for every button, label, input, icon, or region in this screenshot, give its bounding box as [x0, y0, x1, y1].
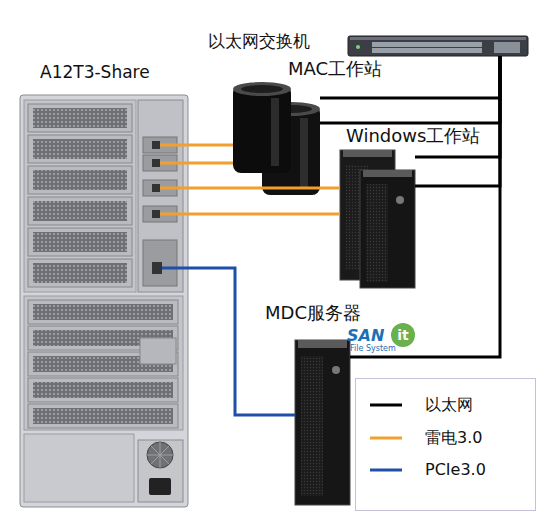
storage-tower [20, 95, 188, 507]
ethernet-switch-icon [348, 36, 528, 56]
illustration-part [300, 118, 308, 188]
illustration-part [370, 404, 402, 407]
illustration-part [332, 366, 340, 374]
device-label: Windows工作站 [346, 126, 480, 146]
legend-label: PCIe3.0 [425, 460, 486, 480]
illustration-part [24, 296, 183, 430]
illustration-part [298, 340, 347, 348]
illustration-part [33, 170, 127, 190]
device-node: A12T3-Share [20, 95, 188, 507]
illustration-part [301, 356, 323, 496]
illustration-part [366, 184, 388, 282]
illustration-part [20, 95, 188, 507]
illustration-part [152, 159, 160, 167]
illustration-part [33, 382, 173, 398]
cable-connector [188, 213, 340, 216]
illustration-part [343, 150, 392, 157]
illustration-part [33, 139, 127, 159]
device-node: MDC服务器 [295, 340, 350, 505]
illustration-part [28, 404, 178, 428]
illustration-part [372, 42, 482, 47]
device-label: A12T3-Share [40, 62, 150, 82]
illustration-part [33, 108, 127, 128]
illustration-part [28, 166, 132, 194]
device-node: 以太网交换机 [348, 36, 528, 56]
cable-connector [188, 187, 340, 190]
legend-label: 以太网 [425, 395, 473, 415]
illustration-part [360, 170, 415, 288]
illustration-part [147, 442, 173, 468]
illustration-part [152, 210, 160, 218]
illustration-part [33, 201, 127, 221]
illustration-part [356, 379, 536, 511]
cable-connector [188, 144, 233, 147]
illustration-part [241, 85, 283, 93]
illustration-part [348, 36, 528, 56]
illustration-part [28, 300, 178, 324]
illustration-part [233, 82, 291, 96]
windows-tower-icon [340, 150, 415, 288]
illustration-part [28, 378, 178, 402]
logo-text: it [391, 323, 415, 347]
logo-text: SAN [347, 327, 384, 345]
illustration-part [143, 240, 177, 286]
illustration-part [370, 469, 402, 472]
illustration-part [396, 196, 404, 204]
illustration-part [271, 98, 279, 166]
illustration-part [147, 442, 173, 468]
illustration-part [152, 262, 162, 274]
illustration-part [138, 100, 183, 292]
illustration-part [162, 267, 188, 270]
legend-label: 雷电3.0 [425, 428, 482, 448]
illustration-part [370, 437, 402, 440]
illustration-part [356, 45, 360, 49]
illustration-part [233, 85, 291, 173]
illustration-part [149, 478, 171, 495]
illustration-part [33, 408, 173, 424]
illustration-part [28, 135, 132, 163]
cable-connector [415, 56, 500, 186]
mac-pro-icon [233, 82, 320, 195]
illustration-part [160, 145, 188, 214]
device-label: MAC工作站 [288, 59, 382, 79]
illustration-part [33, 232, 127, 252]
illustration-part [33, 304, 173, 320]
cable-connector [350, 56, 500, 357]
device-label: MDC服务器 [265, 303, 361, 323]
device-label: 以太网交换机 [208, 31, 310, 51]
cable-connector [188, 268, 295, 415]
illustration-part [140, 338, 176, 364]
device-node: MAC工作站 [233, 85, 320, 195]
illustration-part [28, 104, 132, 132]
illustration-part [24, 100, 136, 292]
illustration-part [28, 259, 132, 287]
illustration-part [152, 141, 160, 149]
illustration-part [28, 228, 132, 256]
device-node: Windows工作站 [340, 150, 415, 288]
illustration-part [138, 440, 183, 502]
illustration-part [28, 197, 132, 225]
illustration-part [350, 37, 526, 40]
illustration-part [33, 263, 127, 283]
server-tower-icon [295, 340, 350, 505]
illustration-part [363, 170, 412, 177]
illustration-part [152, 184, 160, 192]
cable-connector [188, 162, 233, 165]
illustration-part [372, 48, 482, 53]
illustration-part [494, 42, 520, 53]
illustration-part [24, 434, 134, 502]
legend-box [356, 379, 536, 511]
illustration-part [295, 340, 350, 505]
logo-text: File System [350, 344, 396, 354]
